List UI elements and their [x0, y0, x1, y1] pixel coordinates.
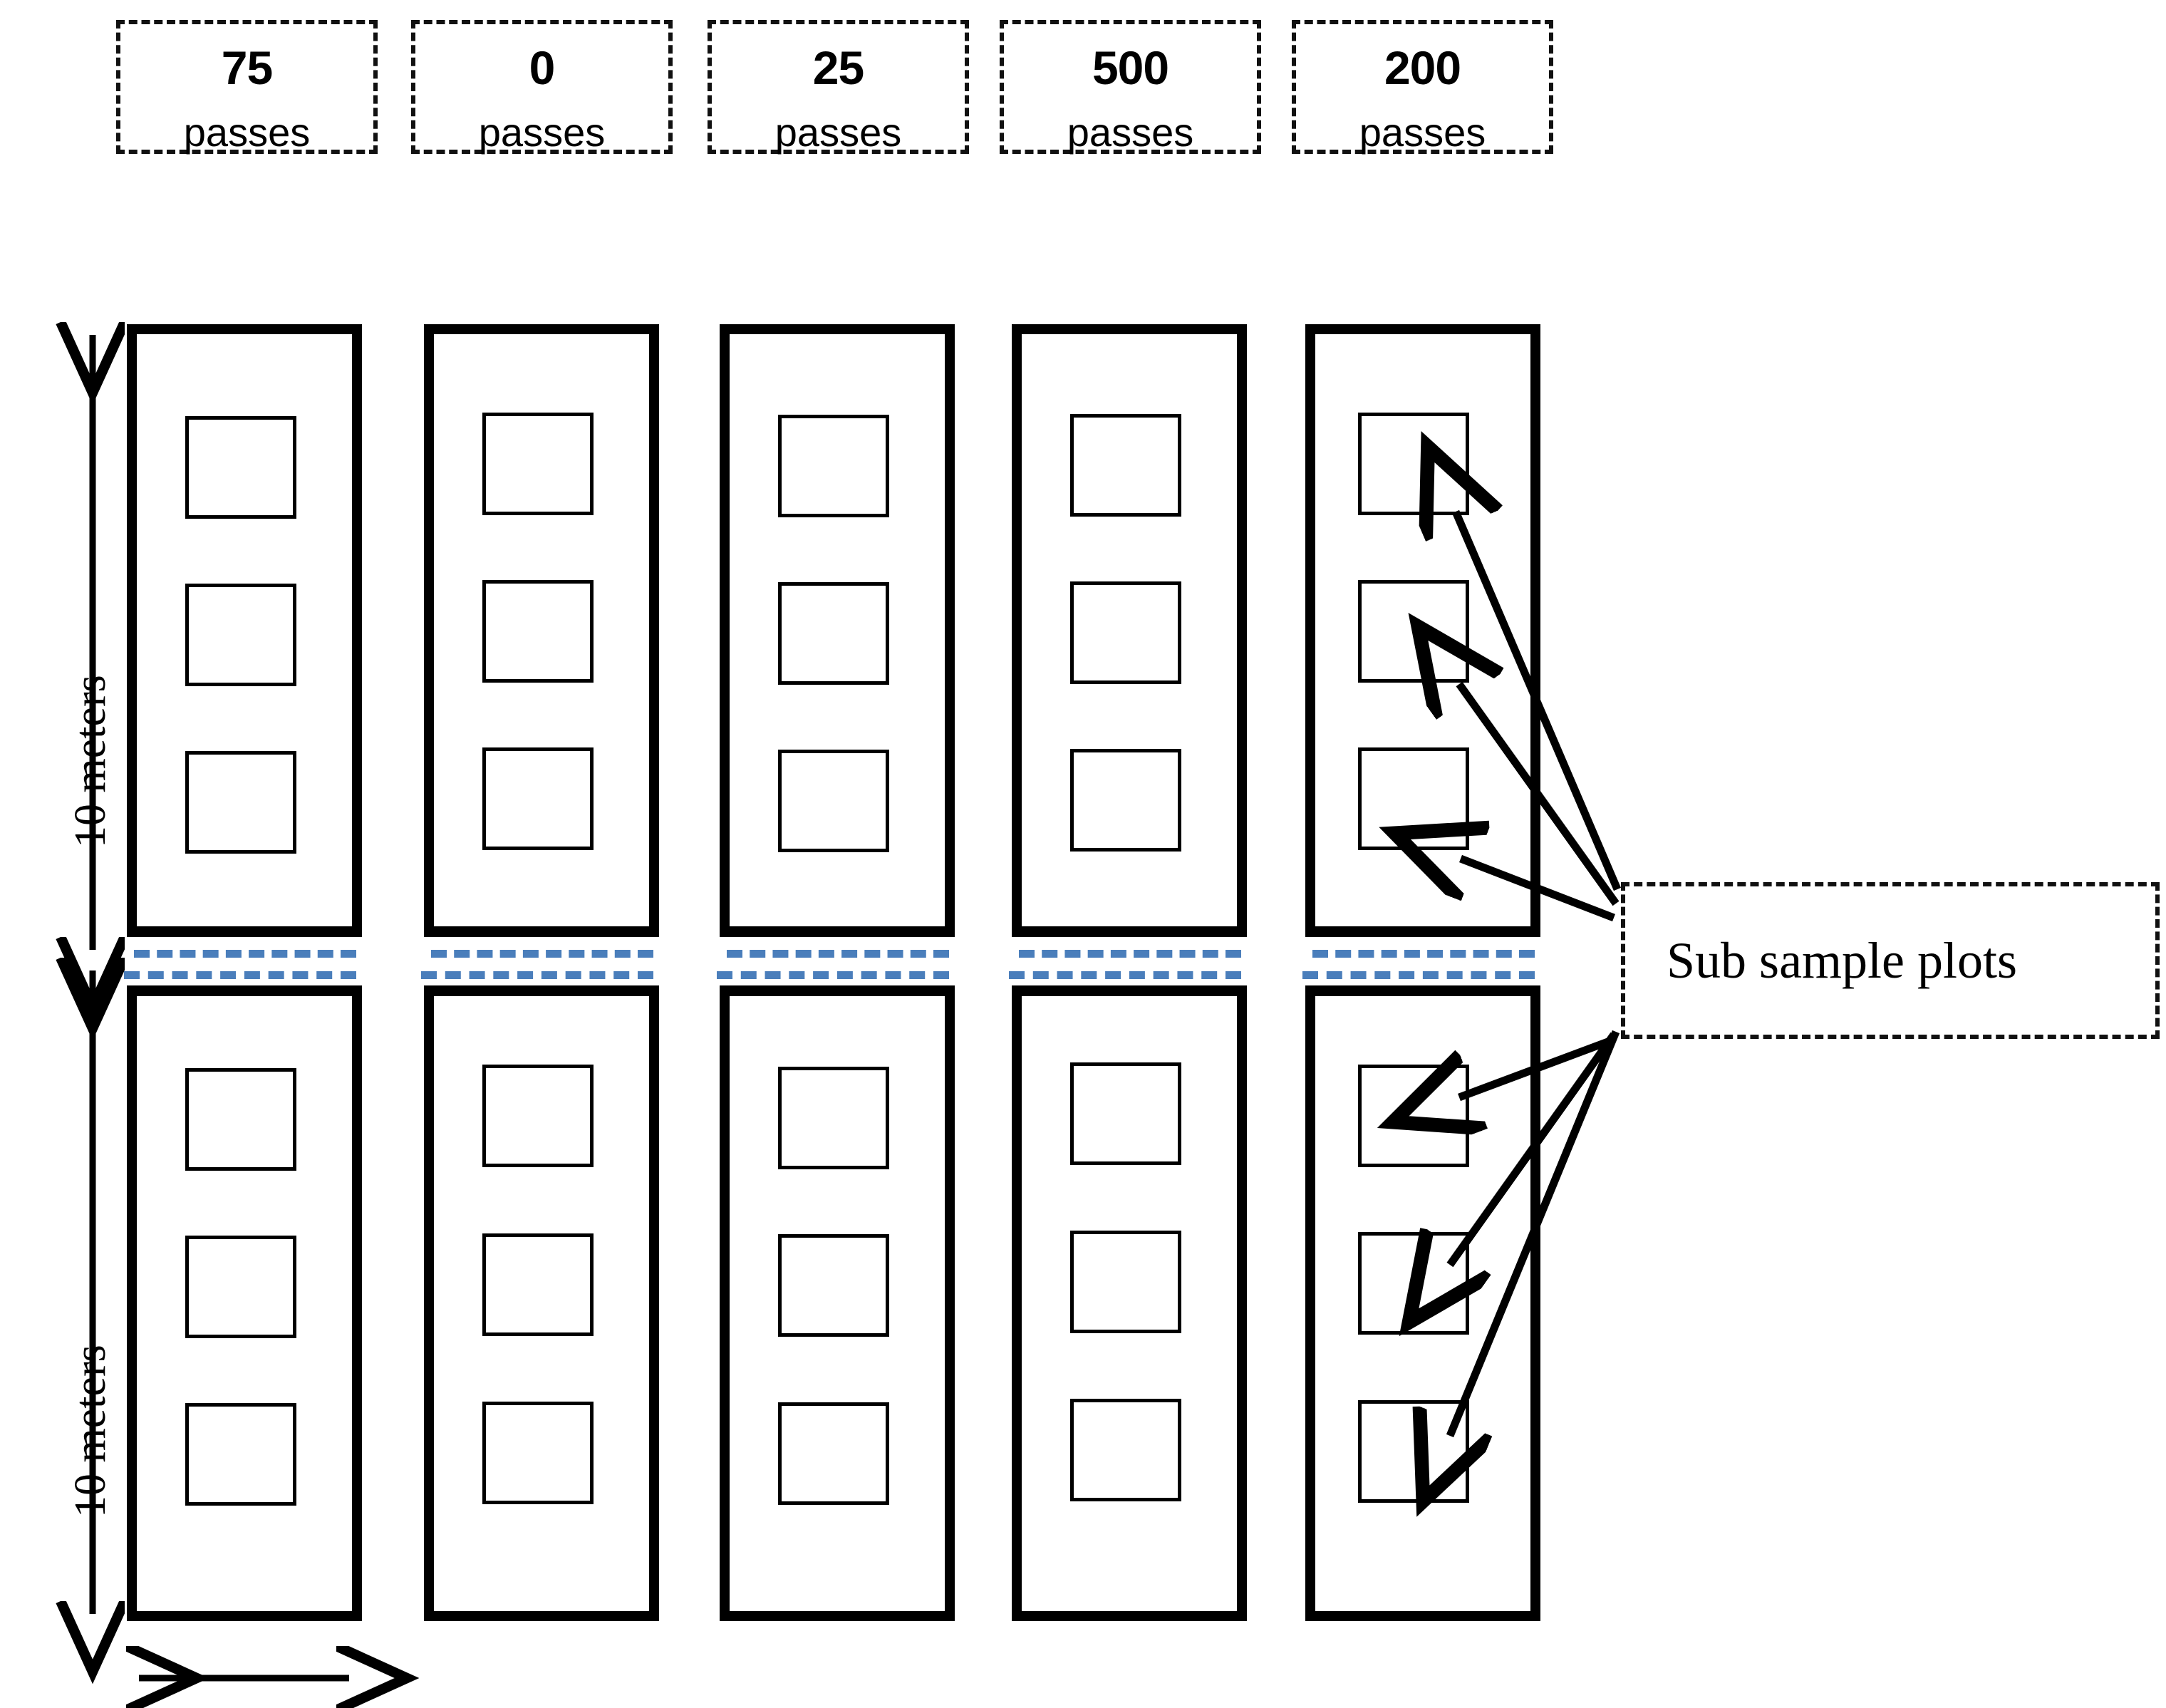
subplot-3-top-1: [1070, 414, 1181, 517]
treatment-unit-2: passes: [774, 110, 902, 155]
treatment-unit-3: passes: [1067, 110, 1194, 155]
treatment-unit-4: passes: [1359, 110, 1486, 155]
subplot-0-bot-3: [185, 1403, 296, 1506]
subplot-2-bot-3: [778, 1402, 889, 1505]
subplot-0-bot-1: [185, 1068, 296, 1171]
treatment-header-4: 200 passes: [1292, 20, 1553, 154]
separator-band-3: [1009, 926, 1247, 996]
subplot-3-top-3: [1070, 749, 1181, 852]
band-dash-line-2a: [727, 950, 949, 958]
field-strip-0: [124, 324, 362, 1621]
subplot-3-bot-2: [1070, 1231, 1181, 1333]
subplot-4-bot-1: [1358, 1065, 1469, 1167]
subplot-4-bot-3: [1358, 1400, 1469, 1503]
subplot-0-bot-2: [185, 1236, 296, 1338]
band-dash-line-1b: [421, 971, 653, 979]
treatment-value-4: 200: [1384, 41, 1461, 94]
subplot-2-top-1: [778, 415, 889, 517]
dimension-label-bottom: 10 meters: [66, 1345, 115, 1518]
band-dash-line-1a: [431, 950, 653, 958]
subplot-1-top-1: [482, 413, 594, 515]
band-dash-line-4b: [1302, 971, 1535, 979]
subplot-4-top-2: [1358, 580, 1469, 683]
subplot-1-top-3: [482, 747, 594, 850]
subplot-1-top-2: [482, 580, 594, 683]
treatment-value-2: 25: [812, 41, 864, 94]
subplot-3-bot-1: [1070, 1062, 1181, 1165]
band-dash-line-2b: [717, 971, 949, 979]
subplot-2-top-3: [778, 750, 889, 852]
separator-band-4: [1302, 926, 1540, 996]
field-strip-4: [1302, 324, 1540, 1621]
subplot-4-top-3: [1358, 747, 1469, 850]
treatment-value-0: 75: [221, 41, 273, 94]
band-dash-line-3b: [1009, 971, 1241, 979]
subplot-1-bot-1: [482, 1065, 594, 1167]
subplot-3-top-2: [1070, 581, 1181, 684]
sub-sample-callout-box: Sub sample plots: [1621, 882, 2160, 1039]
field-strip-1: [421, 324, 659, 1621]
separator-band-0: [124, 926, 362, 996]
dimension-label-top: 10 meters: [66, 675, 115, 848]
subplot-4-bot-2: [1358, 1232, 1469, 1335]
treatment-header-1: 0 passes: [411, 20, 673, 154]
band-dash-line-0a: [134, 950, 356, 958]
band-dash-line-0b: [124, 971, 356, 979]
subplot-0-top-3: [185, 751, 296, 854]
treatment-header-3: 500 passes: [1000, 20, 1261, 154]
subplot-0-top-1: [185, 416, 296, 519]
band-dash-line-3a: [1019, 950, 1241, 958]
subplot-3-bot-3: [1070, 1399, 1181, 1501]
treatment-unit-0: passes: [183, 110, 311, 155]
treatment-value-1: 0: [529, 41, 556, 94]
field-strip-2: [717, 324, 955, 1621]
treatment-header-2: 25 passes: [708, 20, 969, 154]
subplot-0-top-2: [185, 584, 296, 686]
treatment-value-3: 500: [1092, 41, 1169, 94]
subplot-2-bot-1: [778, 1067, 889, 1169]
subplot-2-top-2: [778, 582, 889, 685]
separator-band-2: [717, 926, 955, 996]
band-dash-line-4a: [1312, 950, 1535, 958]
field-strip-3: [1009, 324, 1247, 1621]
treatment-header-0: 75 passes: [116, 20, 378, 154]
subplot-1-bot-2: [482, 1233, 594, 1336]
treatment-unit-1: passes: [478, 110, 606, 155]
subplot-4-top-1: [1358, 413, 1469, 515]
subplot-1-bot-3: [482, 1402, 594, 1504]
separator-band-1: [421, 926, 659, 996]
subplot-2-bot-2: [778, 1234, 889, 1337]
sub-sample-callout-label: Sub sample plots: [1667, 931, 2018, 989]
